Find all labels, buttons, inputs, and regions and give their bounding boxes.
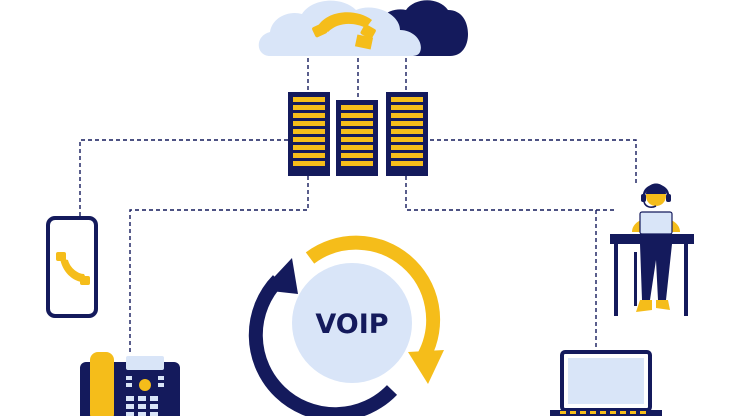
- connector-to-laptop: [405, 176, 597, 352]
- center-label: VOIP: [315, 309, 388, 340]
- connector-to-mobile: [79, 139, 288, 218]
- desk-phone-icon: [80, 352, 180, 416]
- connector-to-operator: [430, 139, 637, 186]
- connector-to-desk-phone: [129, 176, 309, 352]
- server-right: [386, 92, 428, 176]
- sync-arrows-icon: [248, 235, 444, 416]
- cloud-icon: [258, 0, 468, 57]
- headset-operator-icon: [610, 183, 694, 316]
- smartphone-icon: [46, 216, 98, 318]
- connectors: [79, 58, 637, 352]
- server-left: [288, 92, 330, 176]
- server-rack-icon: [288, 92, 428, 176]
- server-middle: [336, 100, 378, 176]
- laptop-icon: [550, 350, 662, 416]
